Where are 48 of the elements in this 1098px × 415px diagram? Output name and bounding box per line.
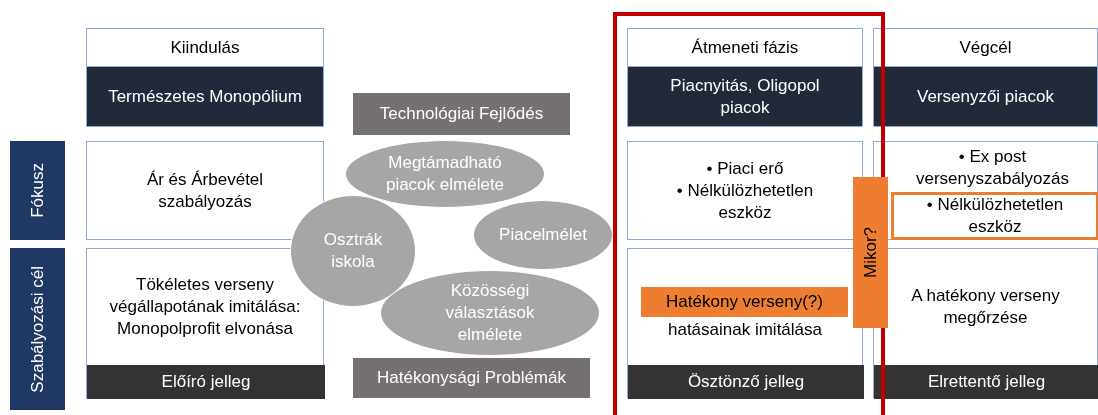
label-band	[353, 93, 570, 135]
label-band	[353, 358, 590, 398]
header-box	[627, 28, 863, 67]
cell-text: Hatékonysági Problémák	[377, 367, 566, 389]
row-header	[10, 248, 65, 410]
highlight-box	[891, 192, 1098, 240]
cell-text: hatásainak imitálása	[667, 319, 823, 341]
table-cell	[627, 141, 863, 240]
cell-text: Megtámadható piacok elmélete	[384, 152, 506, 196]
cell-text: Osztrák iskola	[322, 229, 384, 273]
vertical-label: Szabályozási cél	[26, 265, 48, 393]
cell-text: Hatékony verseny(?)	[666, 291, 823, 313]
cell-text: Elrettentő jelleg	[927, 371, 1046, 393]
cell-text: Ár és Árbevétel szabályozás	[145, 168, 265, 213]
question-band	[853, 177, 888, 328]
footer-band	[874, 365, 1098, 399]
header-band	[86, 66, 324, 127]
highlight-label	[641, 287, 848, 317]
cell-text: Piacelmélet	[499, 224, 587, 246]
cell-text: • Nélkülözhetetlen eszköz	[675, 179, 815, 224]
cell-text: Kiindulás	[170, 36, 240, 59]
header-box	[86, 28, 324, 67]
header-band	[873, 66, 1098, 127]
table-cell	[627, 248, 863, 398]
row-header	[10, 141, 65, 240]
cell-text: Átmeneti fázis	[691, 36, 799, 59]
cell-text: Piacnyitás, Oligopol piacok	[669, 74, 821, 119]
table-cell	[86, 248, 324, 398]
footer-band	[628, 365, 864, 399]
cell-text: Tökéletes verseny végállapotának imitálása: Monopolprofit elvonása	[108, 273, 302, 340]
cell-text: Ösztönző jelleg	[687, 371, 805, 393]
cell-text: Előíró jelleg	[161, 371, 251, 393]
theory-ellipse	[473, 200, 613, 270]
cell-text: Természetes Monopólium	[108, 85, 302, 108]
cell-text: • Piaci erő	[706, 157, 784, 180]
footer-band	[87, 365, 325, 399]
header-box	[873, 28, 1098, 67]
cell-text: • Nélkülözhetetlen eszköz	[925, 194, 1065, 238]
cell-text: Közösségi választások elmélete	[444, 280, 536, 346]
cell-text: A hatékony verseny megőrzése	[910, 284, 1061, 329]
vertical-label: Mikor?	[859, 227, 881, 278]
header-band	[627, 66, 863, 127]
vertical-label: Fókusz	[26, 163, 48, 218]
cell-text: • Ex post versenyszabályozás	[914, 146, 1071, 190]
table-cell	[86, 141, 324, 240]
cell-text: Végcél	[959, 36, 1012, 59]
cell-text: Versenyzői piacok	[917, 85, 1054, 108]
cell-text: Technológiai Fejlődés	[379, 103, 544, 125]
